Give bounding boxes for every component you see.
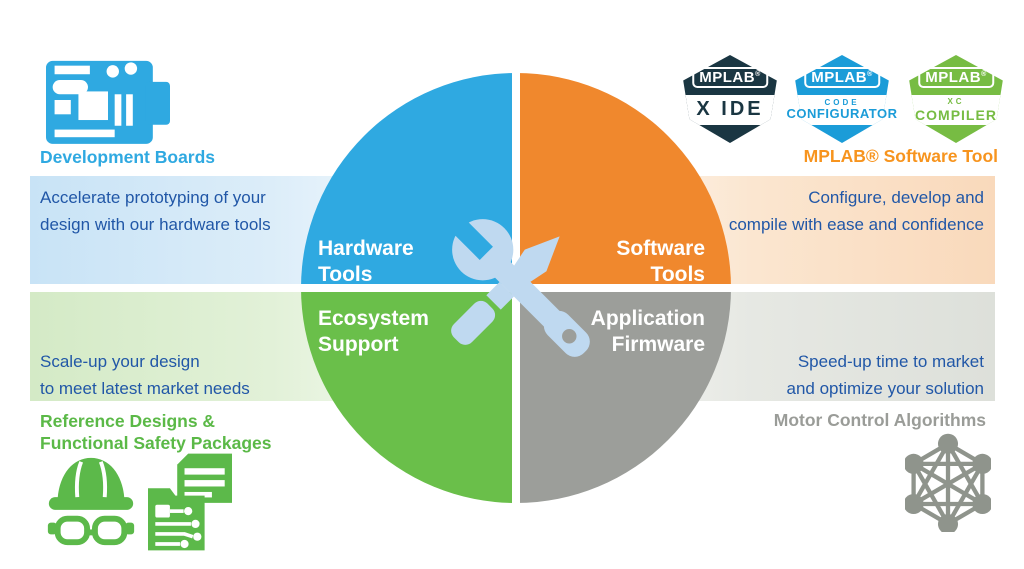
- hardware-band-text: Accelerate prototyping of your design wi…: [40, 184, 271, 238]
- hardware-band-line1: Accelerate prototyping of your: [40, 188, 266, 207]
- reference-designs-line2: Functional Safety Packages: [40, 433, 272, 453]
- network-mesh-icon: [905, 433, 991, 532]
- ecosystem-label-line2: Support: [318, 333, 399, 356]
- hardware-label-line1: Hardware: [318, 237, 414, 260]
- application-firmware-label: Application Firmware: [591, 306, 705, 358]
- xc-small-line: XC: [947, 97, 965, 107]
- mplab-xc-strip: [909, 95, 1003, 125]
- mplab-x-ide-product-text: X IDE: [662, 95, 798, 124]
- mplab-xc-product-text: XC COMPILER: [888, 95, 1024, 124]
- mcc-large-line: CONFIGURATOR: [786, 106, 898, 122]
- development-boards-label: Development Boards: [40, 147, 216, 167]
- hardware-tools-label: Hardware Tools: [318, 236, 414, 288]
- software-tools-label: Software Tools: [616, 236, 705, 288]
- mplab-brand-text: MPLAB®: [692, 67, 768, 88]
- mplab-mcc-product-text: CODE CONFIGURATOR: [774, 95, 910, 124]
- firmware-band-text: Speed-up time to market and optimize you…: [786, 348, 984, 402]
- mplab-software-tool-label: MPLAB® Software Tool: [803, 146, 998, 166]
- reference-designs-label: Reference Designs & Functional Safety Pa…: [40, 410, 271, 454]
- mplab-x-ide-badge: MPLAB® X IDE: [678, 55, 782, 143]
- hardware-band-line2: design with our hardware tools: [40, 215, 271, 234]
- xc-large-line: COMPILER: [915, 106, 997, 123]
- mplab-brand-text: MPLAB®: [918, 67, 994, 88]
- x-ide-large-line: X IDE: [696, 98, 764, 121]
- software-label-line2: Tools: [650, 263, 705, 286]
- mplab-xc-compiler-badge: MPLAB® XC COMPILER: [904, 55, 1008, 143]
- firmware-band-line2: and optimize your solution: [786, 379, 984, 398]
- safety-documents-icon: [148, 453, 232, 551]
- ecosystem-band-text: Scale-up your design to meet latest mark…: [40, 348, 250, 402]
- ecosystem-band-line2: to meet latest market needs: [40, 379, 250, 398]
- software-band-line1: Configure, develop and: [808, 188, 984, 207]
- mcc-small-line: CODE: [824, 97, 860, 107]
- hardware-label-line2: Tools: [318, 263, 373, 286]
- ecosystem-support-label: Ecosystem Support: [318, 306, 429, 358]
- hard-hat-safety-icon: [47, 457, 135, 546]
- software-label-line1: Software: [616, 237, 705, 260]
- reference-designs-line1: Reference Designs &: [40, 411, 216, 431]
- mplab-brand-text: MPLAB®: [804, 67, 880, 88]
- mplab-x-ide-strip: [683, 95, 777, 125]
- software-band-line2: compile with ease and confidence: [728, 215, 984, 234]
- tools-wheel: Hardware Tools Software Tools Ecosystem …: [301, 73, 731, 503]
- ecosystem-label-line1: Ecosystem: [318, 307, 429, 330]
- mplab-mcc-strip: [795, 95, 889, 125]
- software-band-text: Configure, develop and compile with ease…: [729, 184, 984, 238]
- development-board-icon: [46, 60, 170, 144]
- motor-control-algorithms-label: Motor Control Algorithms: [773, 410, 986, 430]
- ecosystem-band-line1: Scale-up your design: [40, 352, 200, 371]
- firmware-band-line1: Speed-up time to market: [797, 352, 984, 371]
- mplab-code-configurator-badge: MPLAB® CODE CONFIGURATOR: [787, 55, 897, 143]
- application-label-line1: Application: [590, 307, 705, 330]
- application-label-line2: Firmware: [611, 333, 705, 356]
